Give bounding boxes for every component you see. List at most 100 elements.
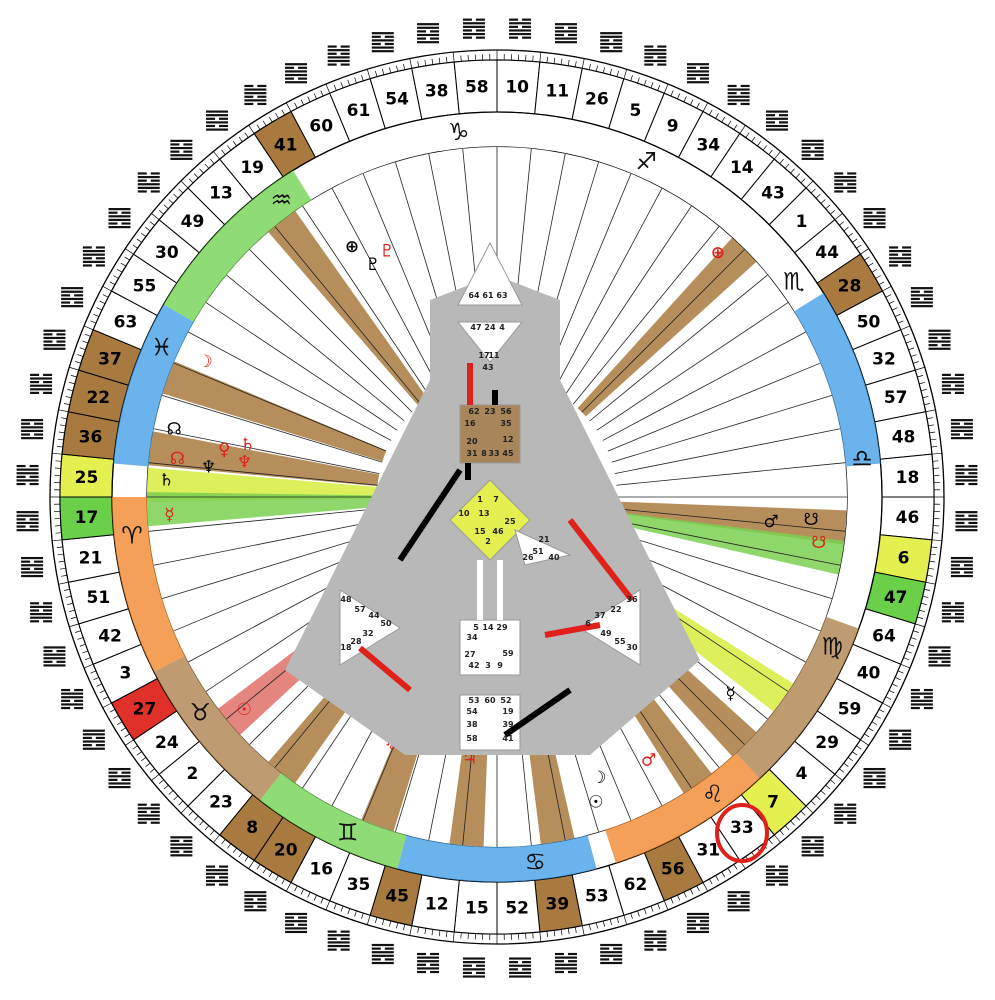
hexagram-icon [244,84,267,106]
gate-number: 25 [75,468,99,488]
bodygraph-gate-60: 60 [484,696,496,705]
hexagram-icon [955,464,978,486]
bodygraph-gate-54: 54 [466,707,478,716]
hexagram-icon [941,602,964,623]
sagittarius-icon: ♐ [636,148,658,176]
zodiac-segment [112,497,186,672]
bodygraph-gate-55: 55 [614,637,626,646]
earth-icon: ⊕ [711,243,725,263]
hexagram-icon [727,84,750,106]
bodygraph-gate-63: 63 [496,291,507,300]
hexagram-icon [327,930,350,951]
hexagram-icon [910,688,933,710]
bodygraph-gate-31: 31 [466,449,478,458]
planet-wedge [615,501,847,545]
zodiac-segment [153,655,282,801]
bodygraph-gate-1: 1 [477,495,483,504]
gate-number: 44 [815,243,839,263]
planet-wedge [147,492,378,527]
cancer-icon: ♋ [525,848,547,876]
hexagram-icon [509,18,532,39]
hexagram-icon [82,729,105,750]
gate-number: 46 [896,508,920,528]
neptune-icon: ♆ [237,453,252,473]
bodygraph-gate-58: 58 [466,734,478,743]
gate-number: 7 [767,793,779,813]
gate-number: 1 [796,212,808,232]
gate-number: 2 [187,764,199,784]
hexagram-icon [644,930,667,951]
gate-number: 19 [240,158,264,178]
bodygraph-gate-26: 26 [522,553,534,562]
gate-number: 50 [857,312,881,332]
bodygraph-gate-5: 5 [473,623,479,632]
gate-number: 45 [385,887,409,907]
south-node-icon: ☋ [811,533,826,553]
gate-number: 51 [86,588,110,608]
hexagram-icon [889,729,912,750]
bodygraph-gate-23: 23 [484,407,495,416]
hexagram-icon [554,23,577,44]
bodygraph-gate-32: 32 [362,629,373,638]
gate-number: 15 [465,899,489,919]
libra-icon: ♎ [851,445,873,473]
channel [567,518,635,602]
gate-number: 49 [181,212,205,232]
gate-number: 6 [898,548,910,568]
hexagram-icon [765,110,788,131]
channel [397,468,463,562]
gate-number: 3 [120,664,132,684]
hexagram-icon [509,957,532,978]
bodygraph-gate-57: 57 [354,605,365,614]
gate-number: 21 [79,548,103,568]
zodiac-segment [163,170,312,322]
hexagram-icon [910,287,933,308]
bodygraph-gate-10: 10 [458,509,470,518]
saturn-icon: ♄ [159,471,174,491]
gate-number: 13 [209,183,233,203]
bodygraph-gate-51: 51 [532,547,544,556]
gate-number: 64 [872,626,896,646]
aries-icon: ♈ [121,521,143,549]
gate-number: 34 [696,135,720,155]
bodygraph-gate-38: 38 [466,720,478,729]
hexagram-icon [801,139,824,160]
hexagram-icon [941,373,964,394]
gate-number: 35 [347,875,371,895]
bodygraph-gate-47: 47 [470,323,481,332]
gate-number: 63 [114,312,138,332]
planet-wedge [268,210,428,407]
sacral-center [459,619,521,676]
gate-number: 54 [385,89,409,109]
hexagram-icon [108,767,131,789]
gate-number: 56 [661,860,685,880]
planet-wedge [162,361,387,462]
hexagram-icon [417,952,440,974]
hexagram-icon [21,556,44,578]
gate-number: 55 [133,277,157,297]
leo-icon: ♌ [702,780,724,808]
gate-number: 61 [347,101,371,121]
hexagram-icon [834,172,857,193]
hexagram-ring [16,18,978,978]
hexagram-icon [863,767,886,789]
hexagram-icon [462,18,485,39]
hexagram-icon [686,912,709,934]
bodygraph-gate-19: 19 [502,707,514,716]
north-node-icon: ☊ [170,449,185,469]
hexagram-icon [30,602,53,623]
mercury-icon: ☿ [725,684,735,704]
bodygraph-gate-14: 14 [482,623,494,632]
aquarius-icon: ♒ [271,186,293,214]
bodygraph-gate-9: 9 [497,661,503,670]
hexagram-icon [554,952,577,974]
bodygraph-gate-62: 62 [468,407,479,416]
hexagram-icon [801,836,824,857]
gate-number: 11 [545,81,569,101]
hexagram-icon [285,912,308,934]
bodygraph-gate-3: 3 [485,661,491,670]
gate-number: 38 [425,81,449,101]
throat-center [459,404,521,464]
zodiac-segment [735,616,859,779]
moon-icon: ☽ [591,768,606,788]
